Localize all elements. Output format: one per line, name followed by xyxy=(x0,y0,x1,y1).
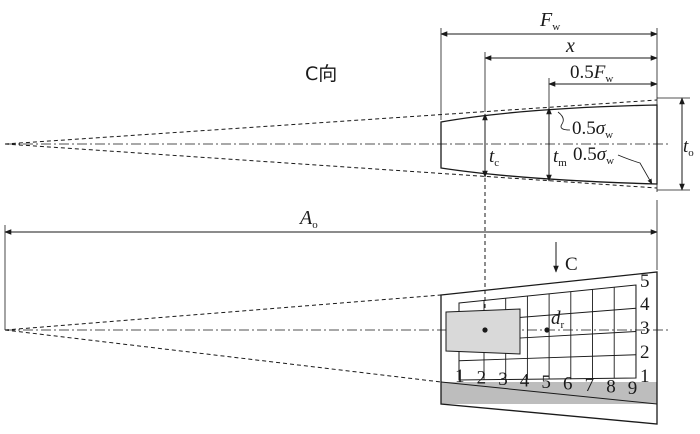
sigma-lower-label: 0.5σw xyxy=(573,144,614,167)
dr-label: dr xyxy=(551,308,565,331)
dim-label-x: x xyxy=(565,35,575,57)
chord-number-7: 7 xyxy=(585,375,595,396)
reference-point-tc xyxy=(482,327,488,333)
chord-number-4: 4 xyxy=(520,371,530,392)
chord-number-6: 6 xyxy=(563,374,573,395)
lower-dashed-line xyxy=(4,143,658,189)
plan-upper-dashed xyxy=(4,294,442,331)
span-number-5: 5 xyxy=(640,271,650,292)
view-label: C向 xyxy=(305,63,337,85)
plan-lower-dashed xyxy=(4,329,442,383)
chord-number-3: 3 xyxy=(498,369,508,390)
span-number-2: 2 xyxy=(640,342,650,363)
dim-label-Ao: Ao xyxy=(298,207,318,231)
section-view xyxy=(4,28,690,192)
chord-number-8: 8 xyxy=(606,377,616,398)
span-number-4: 4 xyxy=(640,294,650,315)
planform-outline xyxy=(440,271,658,425)
reference-point-dr xyxy=(544,327,550,333)
chord-number-9: 9 xyxy=(628,378,638,399)
tc-label: tc xyxy=(489,146,499,169)
chord-number-1: 1 xyxy=(455,366,465,387)
to-label: to xyxy=(683,136,694,159)
labels: C向 Fw x 0.5Fw 0.5σw 0.5σw tc tm to Ao C … xyxy=(298,9,694,399)
span-station-numbers: 1 2 3 45 xyxy=(640,271,650,387)
grid-hline-3 xyxy=(458,354,637,362)
tm-label: tm xyxy=(553,146,567,169)
span-number-1: 1 xyxy=(640,366,650,387)
chord-number-2: 2 xyxy=(477,368,487,389)
dim-label-half-Fw: 0.5Fw xyxy=(570,62,613,85)
sigma-upper-label: 0.5σw xyxy=(572,118,613,141)
dim-label-Fw: Fw xyxy=(539,9,560,33)
plan-view xyxy=(4,178,668,425)
upper-dashed-line xyxy=(4,99,658,145)
arrow-c-label: C xyxy=(565,254,578,275)
span-number-3: 3 xyxy=(640,318,650,339)
sigma-upper-leader xyxy=(557,111,571,131)
sigma-lower-leader xyxy=(617,154,653,185)
planform-root-base xyxy=(440,381,658,405)
chord-number-5: 5 xyxy=(541,372,551,393)
